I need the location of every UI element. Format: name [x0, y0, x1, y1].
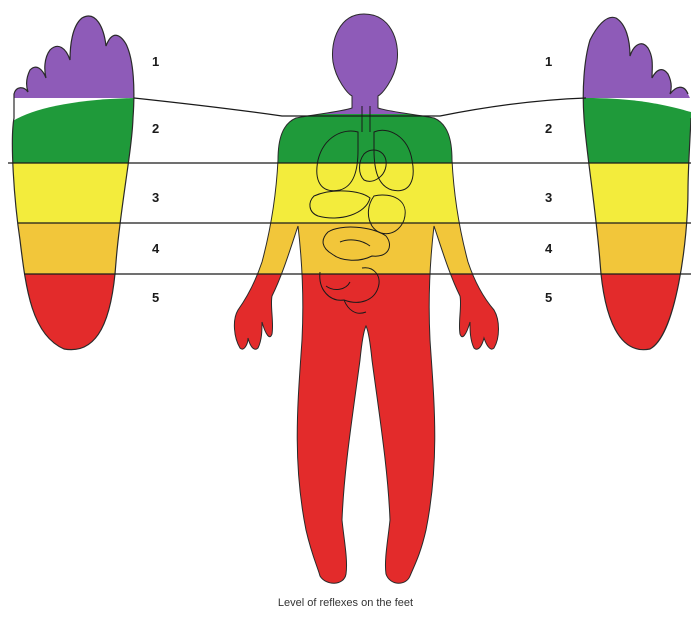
- zone-label-right-4: 4: [545, 241, 553, 256]
- right-foot-sole-icon: [560, 0, 691, 374]
- body-zone-1: [200, 0, 520, 114]
- zone-label-left-3: 3: [152, 190, 159, 205]
- human-body-figure: [200, 0, 520, 617]
- diagram-caption: Level of reflexes on the feet: [0, 597, 691, 609]
- zone-label-left-5: 5: [152, 290, 159, 305]
- zone-labels-left: 1 2 3 4 5: [152, 54, 160, 305]
- left-foot-zone-1: [0, 0, 200, 98]
- zone-label-right-3: 3: [545, 190, 552, 205]
- body-zone-2: [200, 114, 520, 163]
- left-foot-zone-4: [0, 223, 200, 274]
- zone-label-right-2: 2: [545, 121, 552, 136]
- zone-labels-right: 1 2 3 4 5: [545, 54, 553, 305]
- zone-label-left-2: 2: [152, 121, 159, 136]
- body-zone-5: [200, 274, 520, 617]
- right-foot-zone-3: [560, 163, 691, 223]
- body-zone-4: [200, 223, 520, 274]
- zone-label-right-1: 1: [545, 54, 552, 69]
- left-foot-zone-3: [0, 163, 200, 223]
- zone-label-left-1: 1: [152, 54, 159, 69]
- left-foot-zone-5: [0, 274, 200, 374]
- zone-label-right-5: 5: [545, 290, 552, 305]
- left-foot-sole-icon: [0, 0, 200, 374]
- right-foot-zone-4: [560, 223, 691, 274]
- zone-label-left-4: 4: [152, 241, 160, 256]
- right-foot-zone-5: [560, 274, 691, 374]
- right-foot-zone-2: [560, 98, 691, 163]
- left-foot-zone-2: [0, 98, 200, 163]
